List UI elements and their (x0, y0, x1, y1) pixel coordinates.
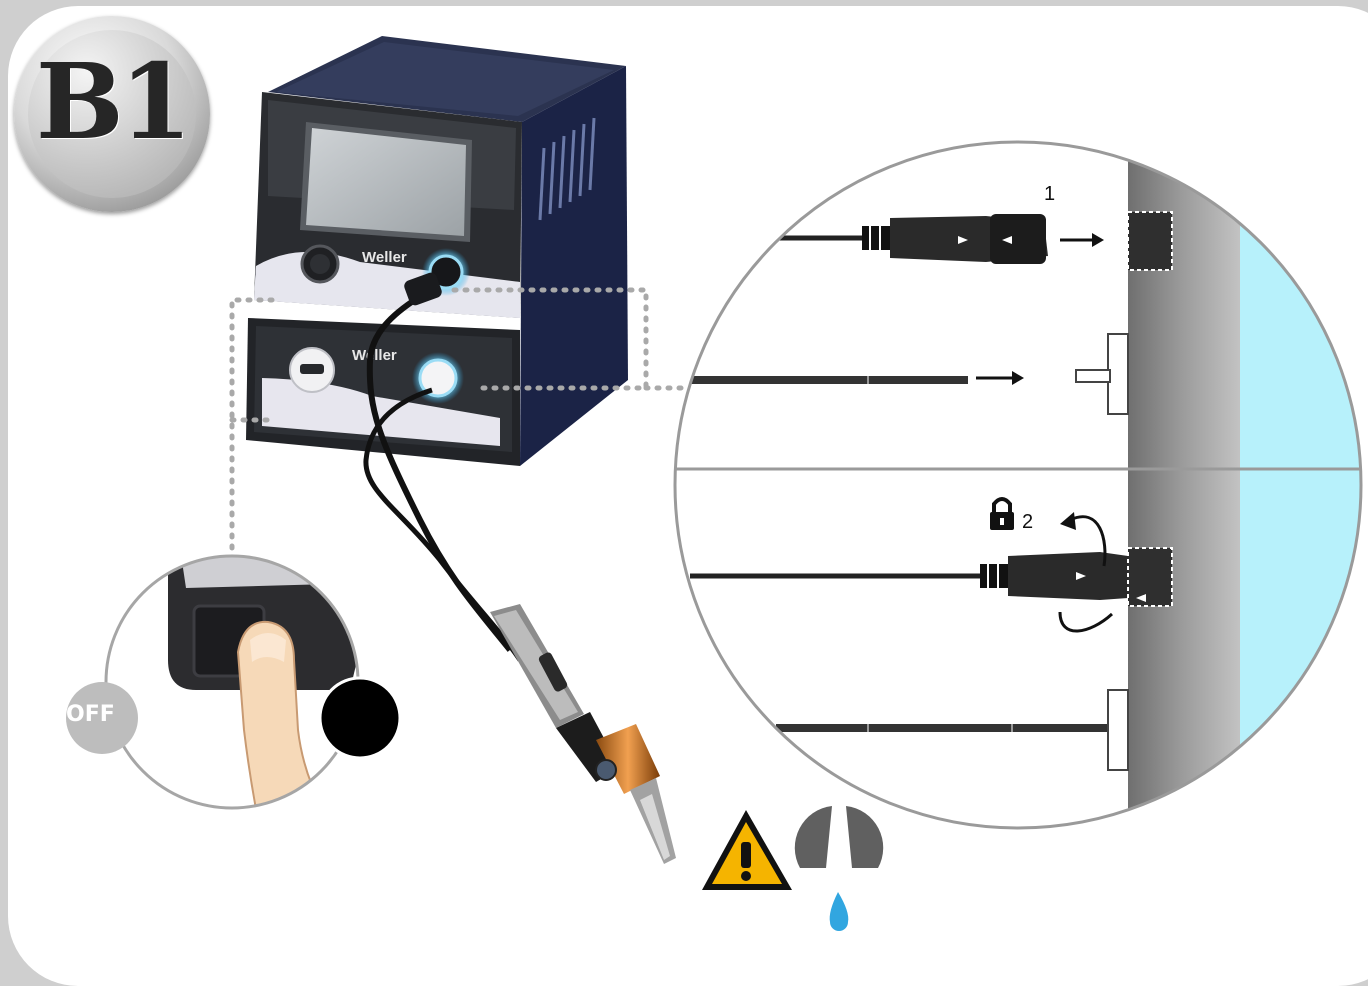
plug-row-2: 2 (690, 497, 1173, 633)
rotate-arrow (1069, 515, 1107, 567)
hose-row-1 (680, 333, 1129, 415)
soldering-station: Weller Weller (246, 36, 628, 662)
desoldering-iron (490, 604, 676, 864)
instruction-illustration: B1 (8, 6, 1368, 986)
off-indicator-dot (318, 676, 402, 760)
step-2-label: 2 (1022, 511, 1033, 533)
detail-circle-border (673, 140, 1363, 830)
step-badge-label: B1 (35, 40, 192, 163)
off-badge (66, 682, 138, 754)
power-switch-inset (66, 554, 402, 810)
station-socket-vacuum[interactable] (418, 358, 458, 398)
nozzle-drop-icon (794, 806, 884, 931)
station-display (306, 128, 466, 236)
station-brand-top: Weller (362, 249, 407, 266)
finger (236, 620, 332, 808)
connector-detail: 1 (673, 140, 1363, 830)
iron-heater-sleeve (596, 724, 660, 794)
socket-1 (1127, 211, 1173, 271)
vacuum-hose (363, 387, 523, 662)
station-inner-panel (1240, 142, 1361, 828)
step-badge-inner (28, 30, 196, 198)
station-side (520, 66, 628, 466)
padlock-icon (990, 497, 1014, 530)
step-1-label: 1 (1044, 183, 1055, 205)
warning-triangle-icon (702, 810, 792, 890)
plug-row-1: 1 (760, 183, 1173, 271)
callout-guides (229, 287, 693, 551)
hose-row-2 (776, 689, 1129, 771)
step-badge: B1 (14, 16, 210, 212)
water-drop (829, 892, 849, 931)
off-label: OFF (66, 702, 115, 727)
illustration-canvas: Weller Weller (66, 36, 1363, 931)
station-socket-iron[interactable] (428, 254, 464, 290)
station-brand-bottom: Weller (352, 347, 397, 364)
